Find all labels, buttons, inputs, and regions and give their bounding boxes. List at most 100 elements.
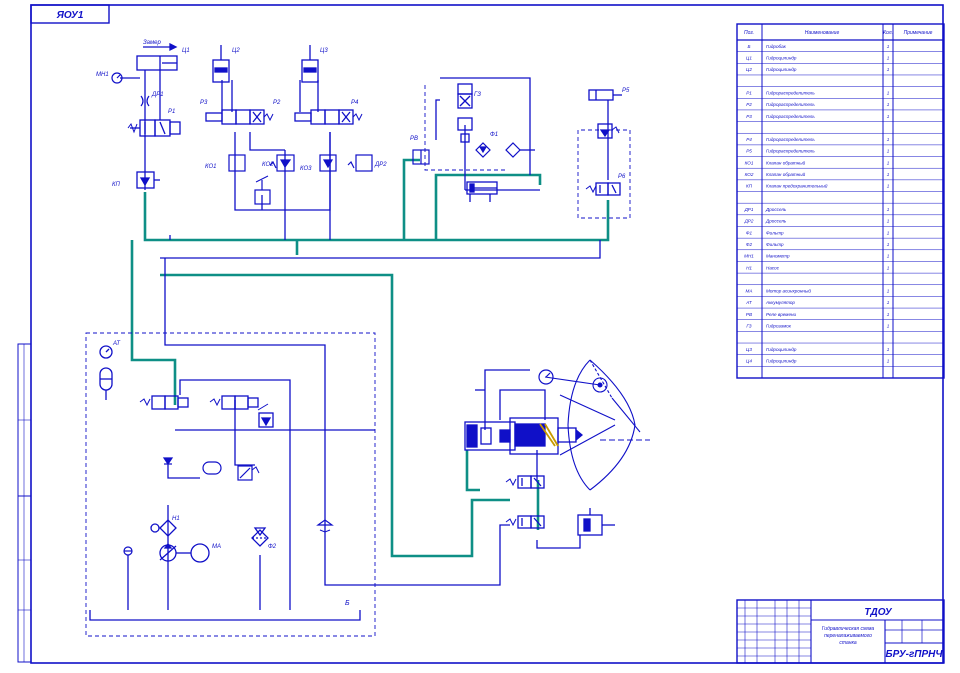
spec-cell-qty: 1 (887, 265, 890, 270)
level-gauge (123, 546, 133, 556)
title-line-3: станка (839, 640, 857, 646)
corner-stamp-text: ЯОУ1 (56, 10, 84, 21)
spec-cell-qty: 1 (887, 312, 890, 317)
dr2-label: ДР2 (374, 162, 387, 168)
corner-stamp: ЯОУ1 (30, 4, 110, 24)
dr1-label: ДР1 (151, 92, 164, 98)
spec-cell-qty: 1 (887, 324, 890, 329)
cylinder-right (585, 89, 622, 196)
spec-cell-name: Клапан обратный (766, 159, 806, 165)
spec-cell-pos: Ц4 (746, 359, 752, 364)
spec-cell-name: Фильтр (766, 242, 784, 247)
throttle-dr1 (140, 95, 150, 107)
spec-cell-pos: МН1 (744, 254, 754, 259)
filter-f2 (251, 527, 269, 547)
ko3-label: КО3 (300, 166, 312, 172)
spec-cell-name: Манометр (766, 254, 790, 259)
drawing-frame (17, 4, 944, 664)
spec-cell-pos: КП (746, 184, 753, 189)
spec-cell-pos: ГЗ (746, 324, 751, 329)
spec-cell-name: Клапан предохранительный (766, 183, 828, 189)
c1-label: Ц1 (182, 48, 190, 54)
sheet-title: ТДОУ (864, 607, 892, 618)
spec-cell-pos: АТ (745, 300, 753, 305)
spec-cell-name: Реле времени (766, 312, 797, 317)
spec-col-name: Наименование (805, 30, 840, 36)
drawing-code: БРУ-гПРНЧ (886, 649, 944, 660)
spec-cell-pos: МА (746, 289, 753, 294)
f1-label: Ф1 (490, 132, 498, 138)
pressure-relay-pv (412, 149, 430, 165)
pv-label: РВ (410, 136, 418, 142)
c2-label: Ц2 (232, 48, 240, 54)
ko1-label: КО1 (205, 164, 216, 170)
spec-cell-name: Гидрозамок (766, 324, 792, 329)
spec-cell-name: Гидробак (766, 44, 787, 49)
spec-cell-pos: Р5 (746, 149, 752, 154)
spec-cell-name: Гидрораспределитель (766, 114, 815, 119)
spec-cell-pos: Ц3 (746, 347, 752, 352)
spec-cell-qty: 1 (887, 149, 890, 154)
relief-valve-kp (136, 171, 160, 189)
valves-right-lower (505, 475, 615, 536)
spec-cell-qty: 1 (887, 55, 890, 60)
spec-cell-qty: 1 (887, 347, 890, 352)
spec-cell-name: Гидрораспределитель (766, 90, 815, 95)
spec-cell-qty: 1 (887, 230, 890, 235)
kp-label: КП (112, 182, 121, 188)
spec-cell-pos: ДР2 (744, 219, 754, 224)
spring-check-right (316, 519, 334, 533)
title-block (736, 599, 945, 664)
h1-label: Н1 (172, 516, 180, 522)
spec-col-qty: Кол. (883, 30, 893, 36)
spec-cell-pos: Б (748, 44, 751, 49)
spec-cell-name: Гидрораспределитель (766, 137, 815, 142)
spec-cell-name: Гидроцилиндр (766, 55, 797, 60)
valve-r1 (127, 119, 181, 137)
spec-cell-qty: 1 (887, 90, 890, 95)
spec-cell-qty: 1 (887, 102, 890, 107)
c3-label: Ц3 (320, 48, 328, 54)
actuator-block (464, 417, 584, 455)
flow-label: Замер (143, 40, 161, 46)
spec-cell-qty: 1 (887, 219, 890, 224)
spec-cell-name: Гидроцилиндр (766, 359, 797, 364)
main-pressure-lines (130, 158, 610, 558)
valve-r4 (294, 109, 363, 125)
pipelines (89, 70, 631, 621)
spec-cell-name: Дроссель (765, 219, 787, 224)
at-label: АТ (112, 341, 121, 347)
spec-cell-qty: 1 (887, 300, 890, 305)
ma-label: МА (212, 544, 221, 550)
title-line-2: переналаживаемого (824, 633, 872, 639)
title-line-1: Гидравлическая схема (822, 626, 875, 632)
tank-label: Б (345, 600, 350, 607)
spec-cell-pos: Р3 (746, 114, 752, 119)
filter-f1 (475, 142, 521, 158)
spec-cell-name: Гидроцилиндр (766, 67, 797, 72)
spec-cell-name: Мотор асинхронный (766, 288, 811, 294)
valve-r2 (205, 109, 274, 125)
spec-cell-name: Дроссель (765, 207, 787, 212)
cylinder-c1 (136, 42, 178, 71)
spec-cell-name: Гидрораспределитель (766, 102, 815, 107)
r4-label: Р4 (351, 100, 359, 106)
spec-cell-name: Клапан обратный (766, 171, 806, 177)
ko2-label: КО2 (262, 162, 274, 168)
spec-cell-qty: 1 (887, 242, 890, 247)
pump-h1 (150, 519, 210, 563)
check-valve-bottom (162, 457, 260, 481)
check-valves-row (228, 154, 373, 205)
spec-cell-pos: Ц2 (746, 67, 752, 72)
valves-bottom-unit (139, 395, 274, 428)
spec-cell-qty: 1 (887, 44, 890, 49)
hydrolock-gz (457, 83, 473, 143)
r2-label: Р2 (273, 100, 281, 106)
spec-cell-pos: ДР1 (744, 207, 754, 212)
spec-cell-name: Насос (766, 265, 780, 270)
spec-cell-pos: РВ (746, 312, 752, 317)
spec-cell-pos: Р2 (746, 102, 752, 107)
spec-cell-qty: 1 (887, 289, 890, 294)
spec-cell-qty: 1 (887, 137, 890, 142)
